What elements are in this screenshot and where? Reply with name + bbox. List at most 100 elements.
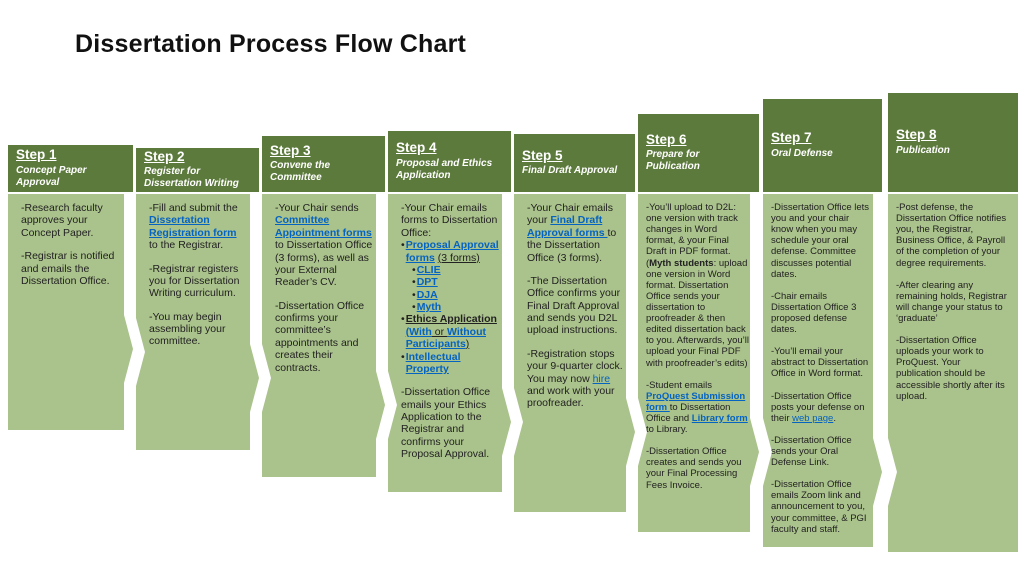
- step-7-subtitle: Oral Defense: [771, 147, 833, 159]
- bullet-item: •Proposal Approval forms (3 forms): [401, 239, 500, 264]
- link[interactable]: (With: [405, 325, 432, 338]
- text-segment: Ethics Application: [405, 313, 497, 326]
- text-block: -Dissertation Office emails Zoom link an…: [771, 479, 872, 535]
- step-6-label: Step 6: [646, 131, 687, 147]
- step-8-header: Step 8 Publication: [888, 93, 1018, 192]
- text-segment: -Dissertation Office creates and sends y…: [646, 446, 742, 491]
- step-2-body: -Fill and submit the Dissertation Regist…: [136, 194, 259, 450]
- text-segment: and work with your proofreader.: [527, 384, 615, 410]
- link[interactable]: Dissertation Registration form: [149, 214, 237, 239]
- bullet-text: Ethics Application (With or Without Part…: [406, 313, 500, 350]
- bullet-text: CLIE: [417, 264, 441, 276]
- link[interactable]: Proposal Approval forms: [405, 239, 499, 264]
- text-segment: : upload one version in Word format. Dis…: [646, 257, 749, 369]
- link[interactable]: web page: [792, 412, 834, 424]
- link[interactable]: Final Draft Approval forms: [527, 214, 608, 239]
- step-7-label: Step 7: [771, 130, 812, 146]
- step-6-header: Step 6 Prepare for Publication: [638, 114, 759, 192]
- text-segment: to Library.: [646, 424, 688, 436]
- text-segment: -Post defense, the Dissertation Office n…: [896, 202, 1007, 269]
- text-block: -Student emails ProQuest Submission form…: [646, 380, 749, 436]
- text-segment: (3 forms): [437, 251, 480, 264]
- text-segment: -Fill and submit the: [149, 202, 238, 214]
- bullet-icon: •: [401, 350, 405, 363]
- bullet-item: •Ethics Application (With or Without Par…: [401, 313, 500, 350]
- text-segment: (: [646, 257, 650, 269]
- text-block: -Registrar is notified and emails the Di…: [21, 250, 122, 287]
- text-segment: -Dissertation Office lets you and your c…: [771, 202, 870, 280]
- link[interactable]: CLIE: [416, 263, 441, 276]
- step-6-body: -You’ll upload to D2L: one version with …: [638, 194, 759, 532]
- text-block: -You’ll email your abstract to Dissertat…: [771, 346, 872, 379]
- bullet-text: Proposal Approval forms (3 forms): [406, 239, 500, 264]
- bullet-icon: •: [412, 301, 416, 313]
- text-segment: -You may begin assembling your committee…: [149, 310, 226, 348]
- text-segment: -Registrar is notified and emails the Di…: [21, 250, 115, 287]
- link[interactable]: Committee Appointment forms: [275, 214, 372, 239]
- text-segment: to the Dissertation Office (3 forms).: [527, 226, 617, 264]
- text-block: -Your Chair emails your Final Draft Appr…: [527, 202, 624, 264]
- text-block: -Research faculty approves your Concept …: [21, 202, 122, 239]
- bullet-text: DJA: [417, 289, 438, 301]
- step-2-label: Step 2: [144, 148, 185, 164]
- bullet-text: Myth: [417, 301, 442, 313]
- link[interactable]: ProQuest Submission form: [646, 390, 746, 413]
- text-block: -After clearing any remaining holds, Reg…: [896, 280, 1008, 324]
- text-segment: -Research faculty approves your Concept …: [21, 202, 103, 239]
- page-title: Dissertation Process Flow Chart: [75, 30, 467, 58]
- text-block: -Registrar registers you for Dissertatio…: [149, 263, 248, 300]
- text-segment: -Dissertation Office emails your Ethics …: [401, 386, 491, 461]
- link[interactable]: DJA: [416, 288, 438, 301]
- link[interactable]: hire: [592, 372, 611, 385]
- text-block: -Dissertation Office uploads your work t…: [896, 335, 1008, 402]
- step-1-body: -Research faculty approves your Concept …: [8, 194, 133, 430]
- text-block: (Myth students: upload one version in Wo…: [646, 258, 749, 369]
- link[interactable]: Without Participants: [405, 325, 486, 351]
- step-3-label: Step 3: [270, 142, 311, 158]
- link[interactable]: Myth: [416, 301, 442, 313]
- text-block: -Dissertation Office sends your Oral Def…: [771, 435, 872, 468]
- step-5-label: Step 5: [522, 147, 563, 163]
- text-segment: Myth students: [649, 257, 714, 269]
- text-segment: -Dissertation Office sends your Oral Def…: [771, 434, 852, 469]
- text-segment: to Dissertation Office (3 forms), as wel…: [275, 239, 373, 289]
- text-segment: -The Dissertation Office confirms your F…: [527, 274, 621, 337]
- text-segment: or: [431, 325, 448, 338]
- text-segment: to the Registrar.: [149, 239, 224, 252]
- text-block: -Dissertation Office confirms your commi…: [275, 300, 374, 374]
- text-block: -You may begin assembling your committee…: [149, 311, 248, 348]
- text-block: -You’ll upload to D2L: one version with …: [646, 202, 749, 258]
- text-segment: -Dissertation Office uploads your work t…: [896, 335, 1005, 402]
- step-8-body: -Post defense, the Dissertation Office n…: [888, 194, 1018, 552]
- step-1-subtitle: Concept Paper Approval: [16, 164, 87, 188]
- bullet-item: •CLIE: [412, 264, 500, 276]
- text-block: -The Dissertation Office confirms your F…: [527, 275, 624, 337]
- text-block: -Chair emails Dissertation Office 3 prop…: [771, 291, 872, 335]
- step-6-subtitle: Prepare for Publication: [646, 149, 700, 173]
- link[interactable]: Intellectual Property: [405, 350, 461, 375]
- bullet-icon: •: [412, 263, 416, 276]
- step-8-label: Step 8: [896, 127, 937, 143]
- link[interactable]: DPT: [416, 276, 438, 289]
- step-8-subtitle: Publication: [896, 144, 950, 156]
- bullet-icon: •: [401, 313, 405, 326]
- text-block: -Dissertation Office lets you and your c…: [771, 202, 872, 280]
- step-7-header: Step 7 Oral Defense: [763, 99, 882, 192]
- text-segment: -Student emails: [646, 379, 713, 391]
- text-block: -Dissertation Office posts your defense …: [771, 391, 872, 424]
- text-segment: -After clearing any remaining holds, Reg…: [896, 279, 1007, 324]
- text-segment: -You’ll email your abstract to Dissertat…: [771, 346, 869, 380]
- text-block: -Dissertation Office emails your Ethics …: [401, 386, 500, 460]
- bullet-item: •DPT: [412, 276, 500, 288]
- text-segment: to Dissertation Office and: [646, 401, 731, 424]
- text-segment: -Your Chair emails your: [527, 202, 613, 227]
- bullet-item: •Myth: [412, 301, 500, 313]
- text-block: -Your Chair emails forms to Dissertation…: [401, 202, 500, 239]
- step-4-body: -Your Chair emails forms to Dissertation…: [388, 194, 511, 492]
- text-segment: -Your Chair emails forms to Dissertation…: [401, 202, 498, 239]
- bullet-item: •DJA: [412, 289, 500, 301]
- link[interactable]: Library form: [691, 412, 748, 424]
- text-segment: -You’ll upload to D2L: one version with …: [646, 202, 738, 258]
- text-segment: -Registrar registers you for Dissertatio…: [149, 262, 240, 300]
- step-3-header: Step 3 Convene the Committee: [262, 136, 385, 192]
